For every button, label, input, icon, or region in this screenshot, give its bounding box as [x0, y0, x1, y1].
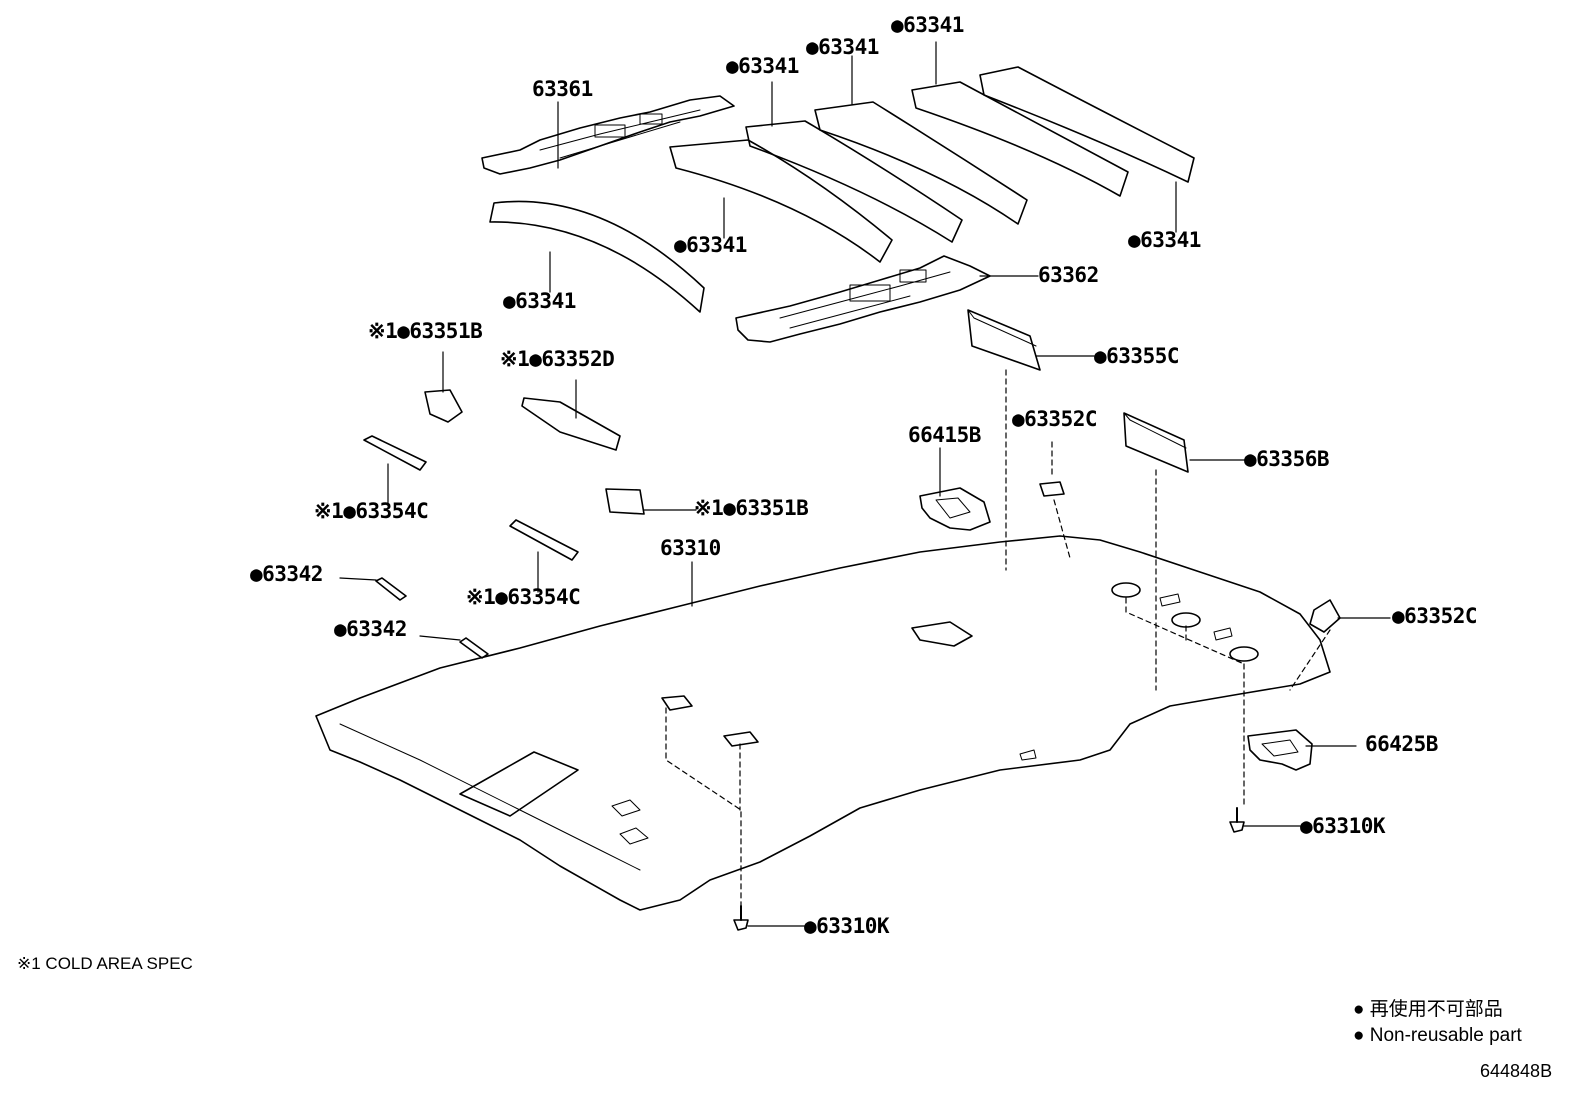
footnote-cold-area-spec: ※1 COLD AREA SPEC: [17, 954, 193, 973]
pad-63341-6: [979, 66, 1195, 183]
strip-63354C-b: [509, 519, 579, 561]
pad-63356B: [1123, 412, 1189, 473]
label-63352D: ※1●63352D: [500, 347, 615, 371]
label-63310K-a: ●63310K: [804, 914, 890, 938]
label-63341-top-1: ●63341: [891, 13, 964, 37]
label-63310K-b: ●63310K: [1300, 814, 1386, 838]
pad-63341-4: [814, 101, 1028, 225]
pad-63341-3: [745, 120, 963, 243]
bracket-63362: [735, 255, 991, 343]
clip-66425B: [1247, 729, 1313, 771]
pad-63341-5: [911, 81, 1129, 197]
label-63351B-a: ※1●63351B: [368, 319, 483, 343]
label-63341-top-3: ●63341: [726, 54, 799, 78]
pad-63352C-a: [1039, 481, 1065, 497]
clip-63310K-b: [1229, 807, 1245, 833]
label-63310: 63310: [660, 536, 721, 560]
leader-lines: [339, 41, 1391, 927]
label-66415B: 66415B: [908, 423, 981, 447]
label-63341-mid-2: ●63341: [503, 289, 576, 313]
label-63362: 63362: [1038, 263, 1099, 287]
label-63356B: ●63356B: [1244, 447, 1330, 471]
legend-non-reusable-en: ● Non-reusable part: [1353, 1025, 1522, 1046]
pad-63351B-b: [605, 488, 645, 515]
strip-63342-b: [459, 637, 489, 659]
pad-63355C: [967, 309, 1041, 371]
legend-non-reusable-jp: ● 再使用不可部品: [1353, 999, 1503, 1020]
label-63342-a: ●63342: [250, 562, 323, 586]
pad-63341-front: [489, 200, 705, 313]
label-63355C: ●63355C: [1094, 344, 1180, 368]
label-63361: 63361: [532, 77, 593, 101]
clip-66415B: [919, 487, 991, 531]
label-66425B: 66425B: [1365, 732, 1438, 756]
label-63354C-a: ※1●63354C: [314, 499, 429, 523]
dashed-guides: [665, 369, 1331, 907]
headliner-63310: [315, 535, 1331, 911]
label-63341-top-2: ●63341: [806, 35, 879, 59]
diagram-code: 644848B: [1480, 1061, 1553, 1081]
label-63341-mid-1: ●63341: [674, 233, 747, 257]
label-63342-b: ●63342: [334, 617, 407, 641]
pad-63351B-a: [424, 389, 463, 423]
label-63352C-b: ●63352C: [1392, 604, 1478, 628]
pad-63352C-b: [1309, 599, 1341, 633]
pad-63352D: [521, 397, 621, 451]
bracket-63361: [481, 95, 735, 175]
strip-63342-a: [375, 577, 407, 601]
label-63341-right: ●63341: [1128, 228, 1201, 252]
clip-63310K-a: [733, 905, 749, 931]
label-63352C-a: ●63352C: [1012, 407, 1098, 431]
label-63351B-b: ※1●63351B: [694, 496, 809, 520]
strip-63354C-a: [363, 435, 427, 471]
pad-63341-2: [669, 139, 893, 263]
label-63354C-b: ※1●63354C: [466, 585, 581, 609]
